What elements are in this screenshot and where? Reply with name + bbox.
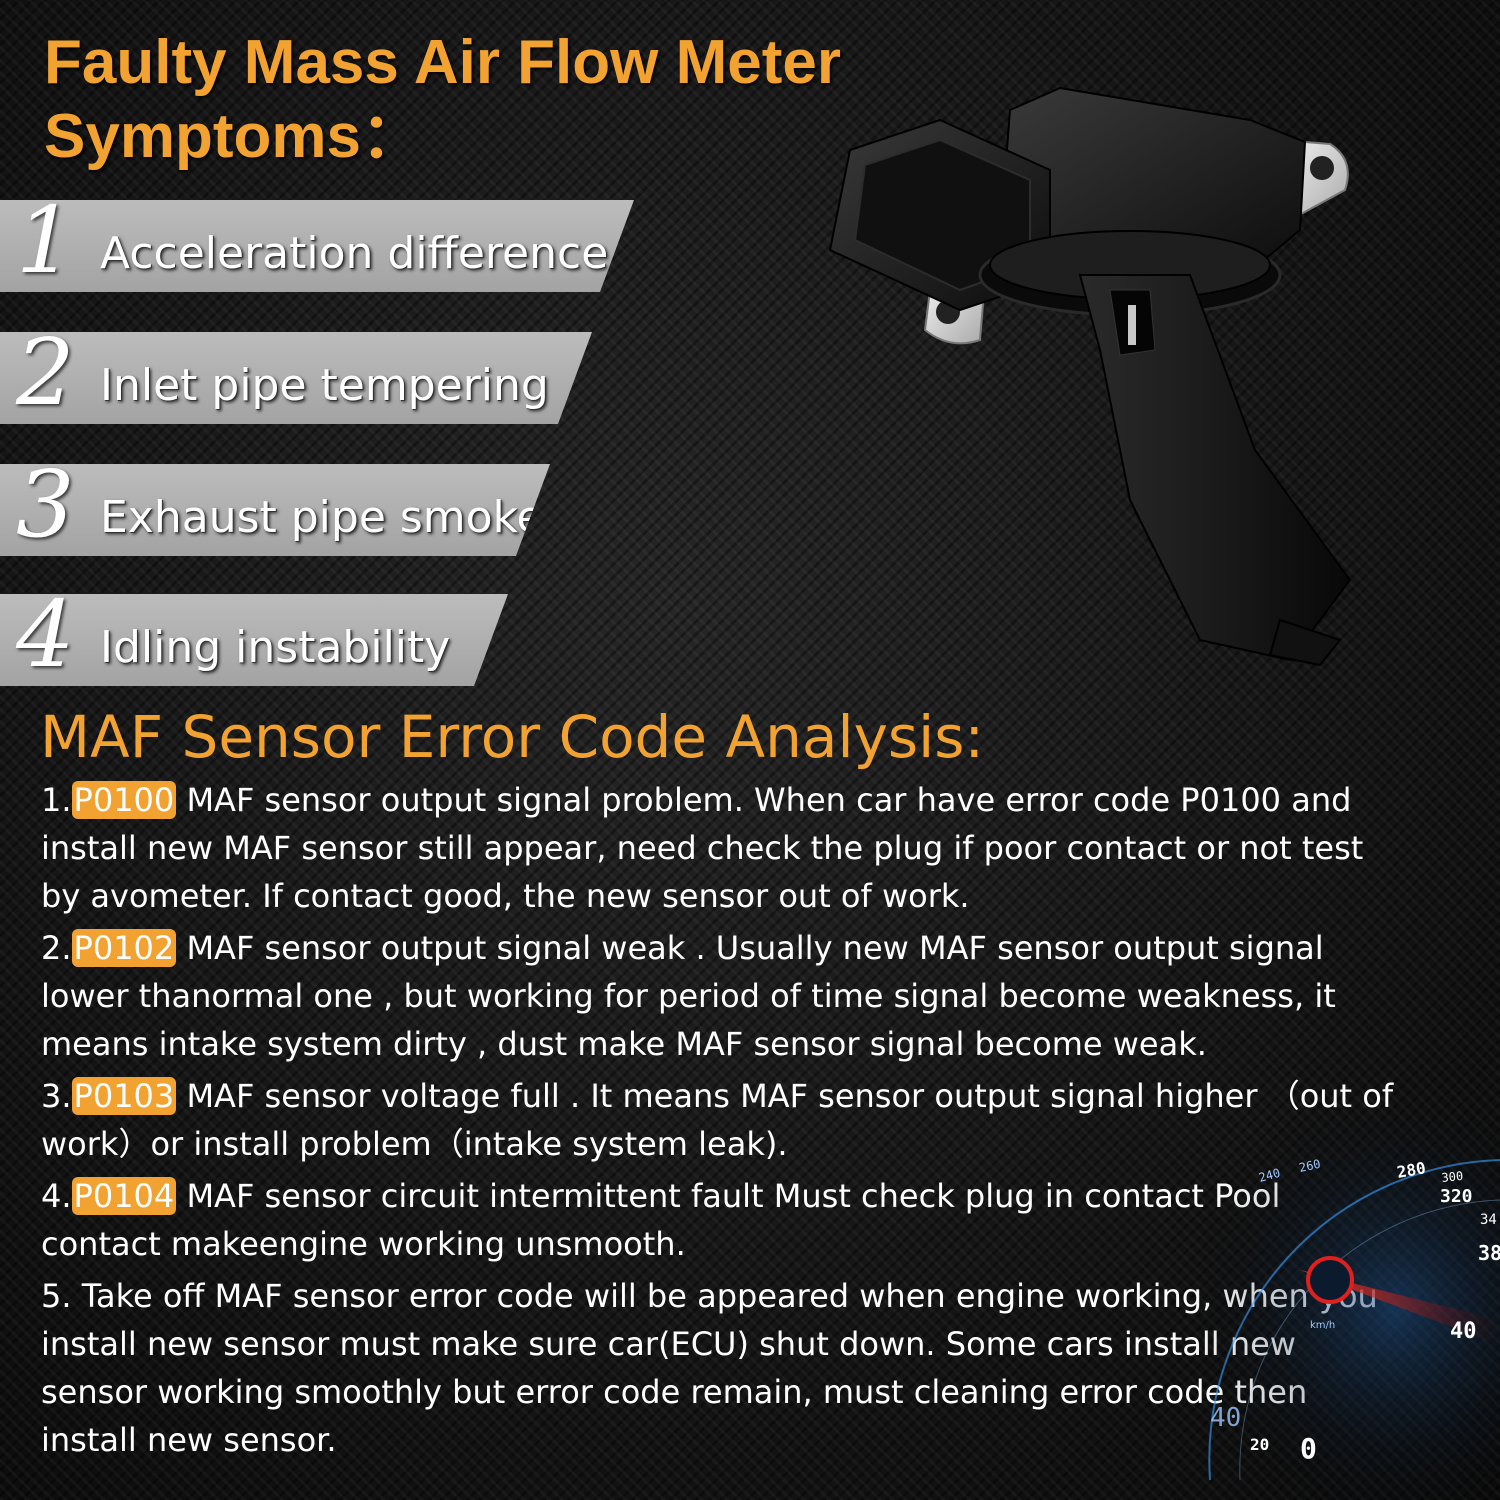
symptom-banner-1: 1 Acceleration difference (0, 200, 634, 292)
gauge-unit: km/h (1310, 1320, 1335, 1331)
symptom-label: Acceleration difference (100, 228, 609, 279)
item-prefix: 5. (41, 1277, 72, 1315)
symptom-banner-3: 3 Exhaust pipe smoke (0, 464, 550, 556)
maf-sensor-image (828, 86, 1352, 667)
gauge-tick: 0 (1300, 1432, 1317, 1465)
item-prefix: 2. (41, 929, 72, 967)
symptom-banner-4: 4 Idling instability (0, 594, 508, 686)
symptom-number: 3 (16, 451, 75, 558)
gauge-tick: 260 (1298, 1157, 1322, 1175)
symptom-number: 4 (16, 581, 75, 688)
item-text: MAF sensor output signal problem. When c… (41, 781, 1364, 915)
analysis-list: 1.P0100 MAF sensor output signal problem… (41, 776, 1401, 1468)
gauge-tick: 40 (1450, 1319, 1477, 1344)
item-text: MAF sensor output signal weak . Usually … (41, 929, 1336, 1063)
title-line-1: Faulty Mass Air Flow Meter (44, 28, 841, 97)
symptom-number: 2 (16, 319, 75, 426)
list-item: 1.P0100 MAF sensor output signal problem… (41, 776, 1401, 920)
error-code-badge: P0103 (71, 1077, 177, 1115)
item-text: MAF sensor voltage full . It means MAF s… (41, 1077, 1394, 1163)
item-prefix: 1. (41, 781, 72, 819)
gauge-tick: 34 (1480, 1212, 1497, 1228)
list-item: 3.P0103 MAF sensor voltage full . It mea… (41, 1072, 1401, 1168)
gauge-tick: 20 (1250, 1435, 1269, 1454)
symptom-label: Exhaust pipe smoke (100, 492, 544, 543)
error-code-badge: P0102 (71, 929, 177, 967)
gauge-tick: 240 (1257, 1166, 1282, 1185)
symptom-number: 1 (16, 187, 75, 294)
item-prefix: 3. (41, 1077, 72, 1115)
speedometer-gauge: 240 260 280 300 320 34 38 40 km/h 40 20 … (1150, 1120, 1500, 1500)
gauge-tick: 280 (1395, 1158, 1427, 1182)
error-code-badge: P0100 (71, 781, 177, 819)
symptom-label: Idling instability (100, 622, 451, 673)
gauge-tick: 40 (1210, 1403, 1241, 1433)
title-line-2: Symptoms： (44, 102, 423, 171)
gauge-tick: 320 (1440, 1186, 1473, 1207)
list-item: 2.P0102 MAF sensor output signal weak . … (41, 924, 1401, 1068)
list-item: 4.P0104 MAF sensor circuit intermittent … (41, 1172, 1401, 1268)
symptom-label: Inlet pipe tempering (100, 360, 549, 411)
gauge-tick: 38 (1478, 1241, 1500, 1265)
item-prefix: 4. (41, 1177, 72, 1215)
gauge-tick: 300 (1441, 1169, 1464, 1185)
item-text: MAF sensor circuit intermittent fault Mu… (41, 1177, 1281, 1263)
error-code-badge: P0104 (71, 1177, 177, 1215)
symptom-banner-2: 2 Inlet pipe tempering (0, 332, 592, 424)
page-title: Faulty Mass Air Flow Meter Symptoms： (44, 26, 841, 174)
analysis-heading: MAF Sensor Error Code Analysis: (40, 703, 985, 771)
